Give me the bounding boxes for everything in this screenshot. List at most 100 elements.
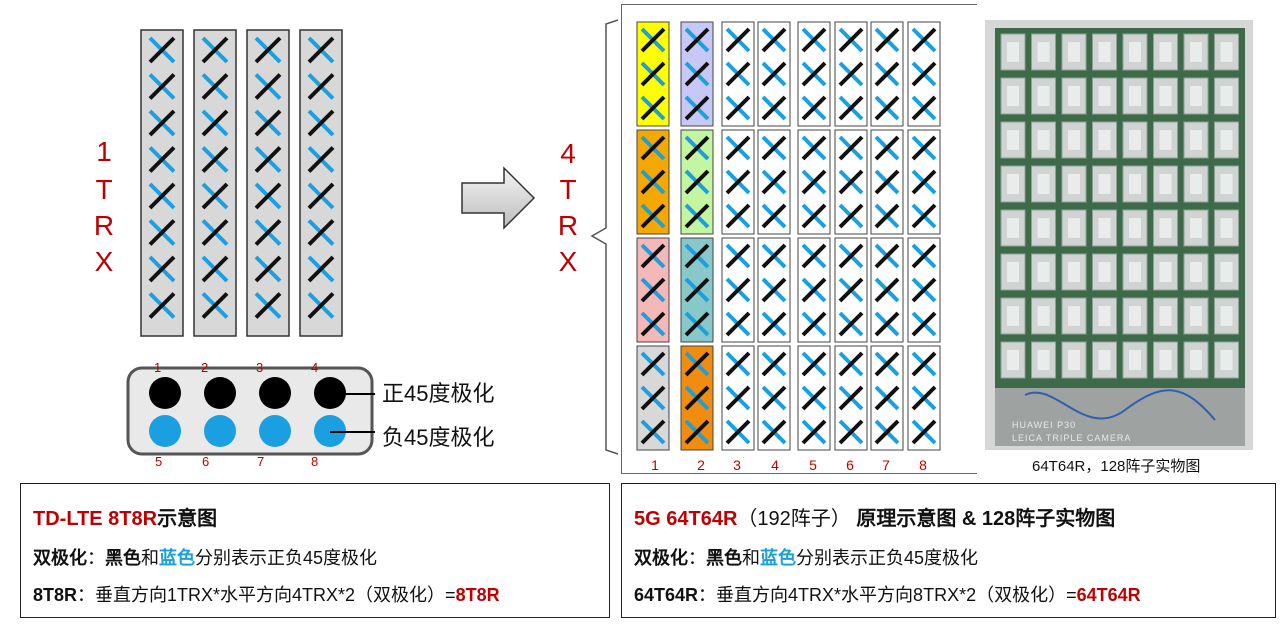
left-l3-red: 8T8R: [455, 585, 500, 605]
left-trx-label-t: T: [95, 174, 113, 205]
left-element-cross: [201, 219, 229, 246]
right-element-cross: [838, 311, 864, 337]
right-element-cross: [874, 311, 900, 337]
right-element-cross: [725, 27, 751, 53]
left-element-cross: [148, 255, 176, 283]
right-element-cross: [640, 203, 666, 229]
left-l2-black: 黑色: [105, 548, 141, 568]
right-element-cross: [838, 351, 864, 377]
right-element-cross: [684, 61, 710, 87]
right-element-cross: [725, 135, 751, 161]
left-trx-label-r: R: [93, 210, 115, 241]
left-element-cross: [148, 146, 176, 173]
column-number-2: 2: [697, 457, 705, 473]
column-number-6: 6: [846, 457, 854, 473]
neg45-label: 负45度极化: [382, 425, 495, 450]
right-element-cross: [801, 385, 827, 411]
left-title-black: 示意图: [157, 508, 218, 530]
right-element-cross: [640, 277, 666, 303]
left-element-cross: [201, 36, 229, 64]
right-element-cross: [801, 61, 827, 87]
port-black-3: [259, 377, 291, 409]
right-element-cross: [911, 311, 937, 337]
left-caption-line3: 8T8R：垂直方向1TRX*水平方向4TRX*2（双极化）=8T8R: [33, 581, 500, 607]
right-element-cross: [911, 277, 937, 303]
right-bracket: [590, 19, 619, 455]
right-element-cross: [801, 95, 827, 121]
left-column-1: [140, 29, 184, 337]
left-element-cross: [254, 219, 282, 246]
port-black-1: [149, 377, 181, 409]
right-element-cross: [640, 61, 666, 87]
right-l2-black: 黑色: [706, 548, 742, 568]
right-element-cross: [801, 203, 827, 229]
right-element-cross: [874, 135, 900, 161]
right-l2-colon: ：: [688, 548, 706, 568]
right-element-cross: [725, 277, 751, 303]
right-element-cross: [911, 385, 937, 411]
port-connector-box: [126, 366, 374, 456]
right-element-cross: [838, 243, 864, 269]
right-element-cross: [801, 311, 827, 337]
right-element-cross: [684, 27, 710, 53]
polarization-pointer-lines: [330, 393, 375, 433]
port-black-2: [204, 377, 236, 409]
right-element-cross: [911, 169, 937, 195]
right-l3-mid: ：垂直方向4TRX*水平方向8TRX*2（双极化）=: [698, 585, 1077, 605]
right-l2-blue: 蓝色: [760, 548, 796, 568]
right-trx-label-t: T: [559, 174, 577, 205]
right-trx-label-r: R: [557, 210, 579, 241]
right-element-cross: [725, 61, 751, 87]
right-element-cross: [761, 277, 787, 303]
left-element-cross: [307, 292, 335, 319]
right-caption-box: 5G 64T64R（192阵子） 原理示意图 & 128阵子实物图 双极化：黑色…: [621, 483, 1276, 618]
right-element-cross: [725, 311, 751, 337]
right-element-cross: [874, 61, 900, 87]
right-element-cross: [911, 27, 937, 53]
left-trx-label-x: X: [94, 246, 114, 277]
pin-number-4: 4: [311, 360, 319, 375]
right-element-cross: [684, 135, 710, 161]
right-l2-and: 和: [742, 548, 760, 568]
right-element-cross: [684, 203, 710, 229]
right-element-cross: [725, 243, 751, 269]
right-title-rest: 原理示意图 & 128阵子实物图: [850, 508, 1116, 530]
right-element-cross: [801, 135, 827, 161]
right-element-cross: [640, 311, 666, 337]
right-element-cross: [801, 169, 827, 195]
column-number-8: 8: [919, 457, 927, 473]
port-blue-5: [149, 415, 181, 447]
left-element-cross: [254, 36, 282, 64]
right-trx-label-4: 4: [560, 138, 576, 169]
column-number-3: 3: [733, 457, 741, 473]
right-element-cross: [911, 419, 937, 445]
port-blue-7: [259, 415, 291, 447]
right-element-cross: [911, 95, 937, 121]
right-title-red: 5G 64T64R: [634, 508, 738, 530]
right-element-cross: [874, 243, 900, 269]
right-element-cross: [874, 277, 900, 303]
right-element-cross: [838, 385, 864, 411]
right-element-cross: [911, 351, 937, 377]
column-number-7: 7: [882, 457, 890, 473]
left-column-3: [246, 29, 290, 337]
right-element-cross: [684, 169, 710, 195]
right-element-cross: [640, 385, 666, 411]
right-element-cross: [684, 351, 710, 377]
left-l2-rest: 分别表示正负45度极化: [195, 548, 378, 568]
column-number-4: 4: [771, 457, 779, 473]
right-element-cross: [725, 351, 751, 377]
left-element-cross: [201, 182, 229, 210]
right-element-cross: [761, 61, 787, 87]
right-element-cross: [761, 169, 787, 195]
left-element-cross: [307, 109, 335, 137]
right-element-cross: [640, 135, 666, 161]
left-l2-colon: ：: [87, 548, 105, 568]
right-element-cross: [874, 419, 900, 445]
left-caption-title: TD-LTE 8T8R示意图: [33, 502, 217, 531]
right-title-paren: （192阵子）: [737, 508, 851, 530]
left-element-cross: [201, 292, 229, 319]
pin-number-1: 1: [154, 360, 162, 375]
right-l2-prefix: 双极化: [634, 548, 688, 568]
pin-number-2: 2: [201, 360, 209, 375]
